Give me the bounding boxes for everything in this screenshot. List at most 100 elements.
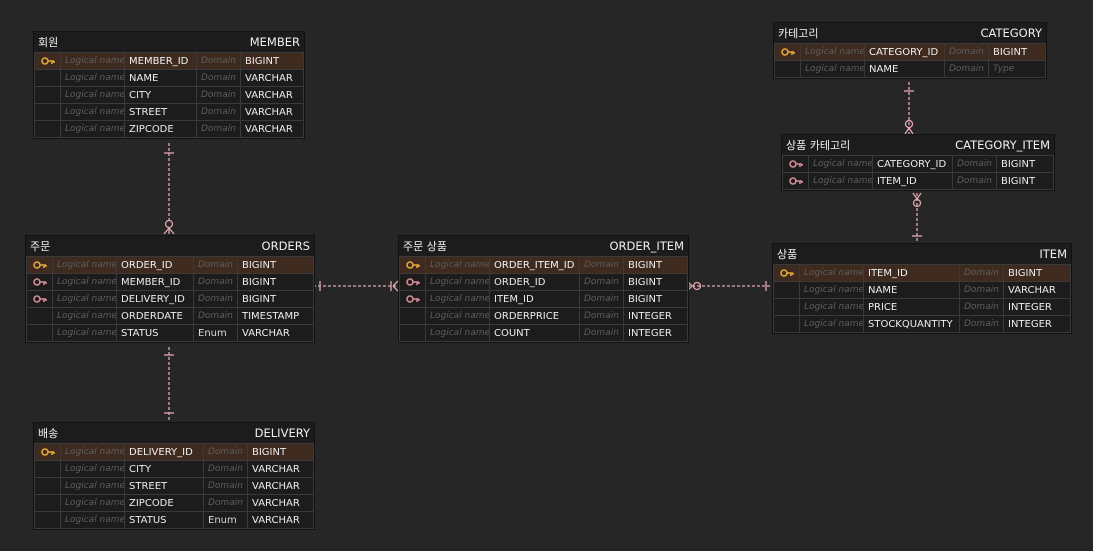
column-logical-name: Logical name [425, 273, 490, 291]
column-name: STREET [124, 477, 204, 495]
column-domain: Domain [193, 256, 238, 274]
column-logical-name: Logical name [60, 460, 125, 478]
column-type: INTEGER [1003, 315, 1071, 333]
entity-logical-name: 배송 [38, 427, 59, 440]
primary-key-icon [774, 43, 801, 61]
entity-physical-name: CATEGORY [980, 26, 1042, 40]
column-domain: Domain [193, 273, 238, 291]
entity-physical-name: ORDERS [261, 239, 310, 253]
column-name: COUNT [489, 324, 580, 342]
column-name: STREET [124, 103, 197, 121]
column-domain: Domain [203, 494, 248, 512]
column-domain: Domain [579, 290, 624, 308]
key-cell-empty [34, 460, 61, 478]
column-type: BIGINT [996, 172, 1054, 190]
column-name: ORDERDATE [116, 307, 194, 325]
column-name: ORDER_ITEM_ID [489, 256, 580, 274]
key-cell-empty [773, 281, 800, 299]
column-type: VARCHAR [247, 511, 314, 529]
column-type: VARCHAR [247, 494, 314, 512]
column-domain: Domain [203, 443, 248, 461]
column-type: VARCHAR [240, 120, 304, 138]
column-name: ORDER_ID [489, 273, 580, 291]
column-name: ITEM_ID [863, 264, 960, 282]
column-domain: Domain [952, 172, 997, 190]
column-name: NAME [124, 69, 197, 87]
column-domain: Domain [952, 155, 997, 173]
column-type: BIGINT [988, 43, 1046, 61]
column-logical-name: Logical name [60, 86, 125, 104]
column-logical-name: Logical name [60, 120, 125, 138]
rel-orders-many-left [163, 227, 170, 235]
column-logical-name: Logical name [60, 52, 125, 70]
key-cell-empty [34, 494, 61, 512]
column-name: MEMBER_ID [116, 273, 194, 291]
entity-logical-name: 상품 [777, 248, 798, 261]
column-name: CATEGORY_ID [864, 43, 945, 61]
entity-physical-name: ITEM [1039, 247, 1067, 261]
rel-catitem-item-optional-mark [912, 198, 922, 208]
primary-key-icon [26, 256, 53, 274]
column-logical-name: Logical name [799, 264, 864, 282]
entity-logical-name: 주문 상품 [403, 240, 447, 253]
foreign-key-icon [782, 172, 809, 190]
column-type: BIGINT [240, 52, 304, 70]
column-type: VARCHAR [240, 69, 304, 87]
column-domain: Domain [203, 477, 248, 495]
column-type: VARCHAR [240, 103, 304, 121]
foreign-key-icon [782, 155, 809, 173]
column-type: VARCHAR [237, 324, 314, 342]
column-name: MEMBER_ID [124, 52, 197, 70]
column-domain: Domain [579, 307, 624, 325]
entity-header: 주문 상품 ORDER_ITEM [399, 236, 688, 256]
entity-header: 주문 ORDERS [26, 236, 314, 256]
rel-catitem-item-many-left [912, 192, 918, 200]
column-type: TIMESTAMP [237, 307, 314, 325]
column-type: INTEGER [623, 307, 688, 325]
key-cell-empty [399, 324, 426, 342]
column-domain: Domain [193, 290, 238, 308]
column-domain: Domain [196, 103, 241, 121]
